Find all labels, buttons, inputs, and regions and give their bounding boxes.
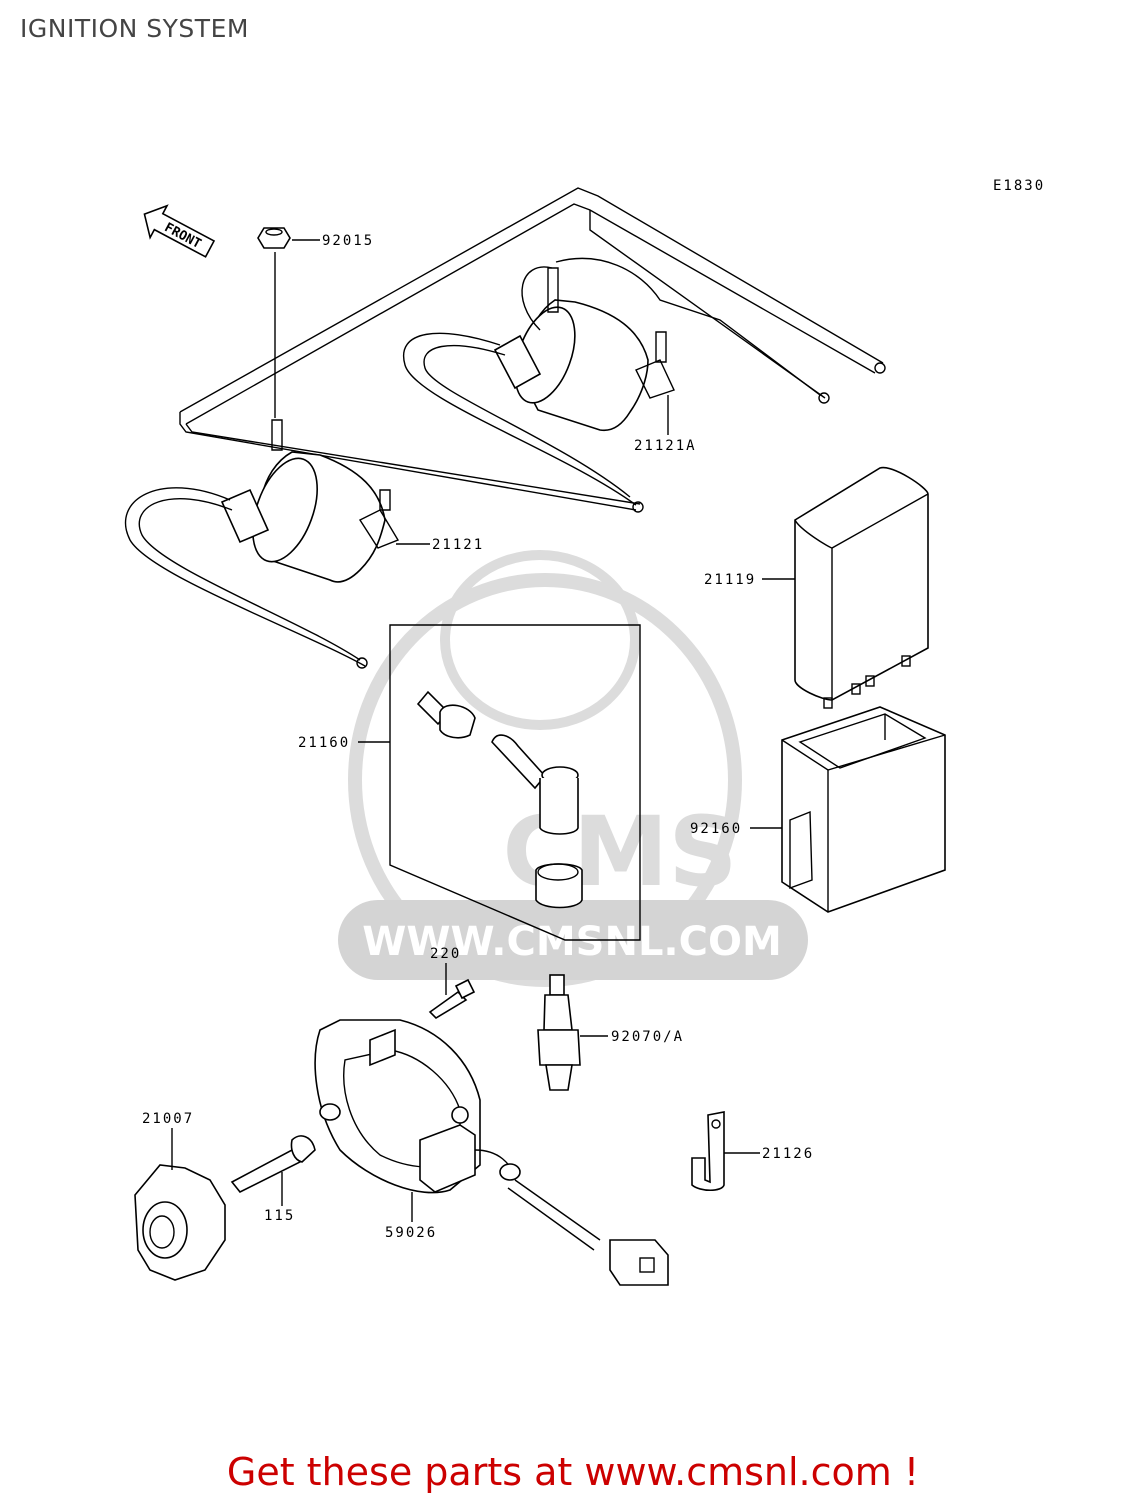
figure-code: E1830 <box>993 178 1045 194</box>
pickup-coil-59026 <box>314 1019 669 1286</box>
callout-21121A: 21121A <box>634 438 697 454</box>
igniter-21119 <box>794 466 929 709</box>
spark-plug-92070 <box>537 974 581 1091</box>
callout-labels: 92015 21121A 21121 21119 21160 92160 220… <box>142 233 814 1241</box>
plug-cap-set-21160 <box>389 624 641 941</box>
callout-220: 220 <box>430 946 461 962</box>
footer-promo-link[interactable]: Get these parts at www.cmsnl.com ! <box>226 1450 920 1494</box>
rotor-21007 <box>134 1164 226 1281</box>
callout-59026: 59026 <box>385 1225 437 1241</box>
callout-115: 115 <box>264 1208 295 1224</box>
parts-diagram: WWW.CMSNL.COM CMS E1830 FRONT <box>124 178 1045 1286</box>
callout-21121: 21121 <box>432 537 484 553</box>
ignition-coil-21121A <box>402 257 821 506</box>
page-title: IGNITION SYSTEM <box>20 14 249 43</box>
ignition-coil-21121 <box>124 419 400 669</box>
watermark-url: WWW.CMSNL.COM <box>362 919 782 965</box>
callout-92160: 92160 <box>690 821 742 837</box>
leader-lines <box>171 239 795 1222</box>
coil-bracket <box>179 187 886 513</box>
front-arrow-icon: FRONT <box>143 204 216 258</box>
watermark: WWW.CMSNL.COM CMS <box>338 550 808 987</box>
callout-92070A: 92070/A <box>611 1029 684 1045</box>
nut-92015 <box>257 227 291 418</box>
igniter-case-92160 <box>781 706 946 913</box>
callout-21007: 21007 <box>142 1111 194 1127</box>
clamp-21126 <box>691 1111 725 1192</box>
callout-21160: 21160 <box>298 735 350 751</box>
bolt-220 <box>428 978 476 1020</box>
callout-21119: 21119 <box>704 572 756 588</box>
callout-21126: 21126 <box>762 1146 814 1162</box>
bolt-115 <box>230 1135 316 1194</box>
callout-92015: 92015 <box>322 233 374 249</box>
